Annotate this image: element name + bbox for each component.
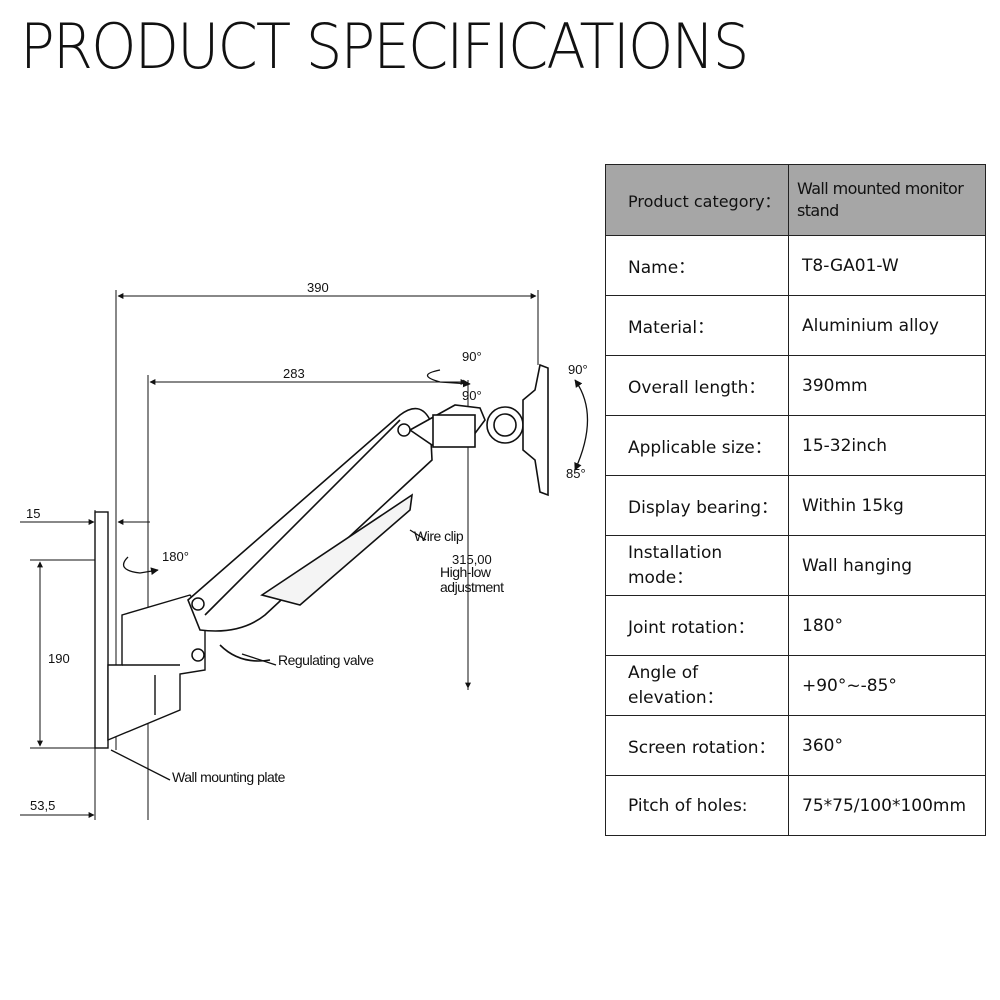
angle-tilt-down: 85°	[566, 466, 586, 481]
spec-row: Overall length：390mm	[605, 355, 986, 416]
angle-swivel: 90°	[568, 362, 588, 377]
callout-high-low-line1: High-low	[440, 564, 492, 580]
angle-tilt-up: 90°	[462, 388, 482, 403]
spec-row: Material：Aluminium alloy	[605, 295, 986, 356]
spec-header-row: Product category： Wall mounted monitor st…	[605, 164, 986, 236]
spec-row: Joint rotation：180°	[605, 595, 986, 656]
spec-label: Screen rotation：	[605, 715, 789, 776]
spec-label: Installation mode：	[605, 535, 789, 596]
spec-row: Pitch of holes:75*75/100*100mm	[605, 775, 986, 836]
spec-value: T8-GA01-W	[788, 235, 986, 296]
spec-row: Angle of elevation：+90°~-85°	[605, 655, 986, 716]
spec-header-value-line1: Wall mounted monitor	[797, 179, 964, 198]
callout-wall-mounting-plate: Wall mounting plate	[172, 769, 286, 785]
spec-value: +90°~-85°	[788, 655, 986, 716]
callout-regulating-valve: Regulating valve	[278, 652, 374, 668]
dimension-190: 190	[48, 651, 70, 666]
dimension-390: 390	[307, 280, 329, 295]
spec-label: Overall length：	[605, 355, 789, 416]
spec-value: 75*75/100*100mm	[788, 775, 986, 836]
spec-row: Installation mode：Wall hanging	[605, 535, 986, 596]
spec-header-value: Wall mounted monitor stand	[788, 164, 986, 236]
spec-value: Aluminium alloy	[788, 295, 986, 356]
spec-label: Pitch of holes:	[605, 775, 789, 836]
spec-label: Angle of elevation：	[605, 655, 789, 716]
callout-wire-clip: Wire clip	[414, 528, 464, 544]
spec-label: Name：	[605, 235, 789, 296]
spec-row: Applicable size：15-32inch	[605, 415, 986, 476]
dimension-283: 283	[283, 366, 305, 381]
dimension-53-5: 53,5	[30, 798, 55, 813]
spec-value: Wall hanging	[788, 535, 986, 596]
spec-label: Display bearing：	[605, 475, 789, 536]
spec-row: Display bearing：Within 15kg	[605, 475, 986, 536]
callout-high-low-line2: adjustment	[440, 579, 504, 595]
spec-label: Material：	[605, 295, 789, 356]
spec-header-value-line2: stand	[797, 201, 839, 220]
spec-label: Applicable size：	[605, 415, 789, 476]
spec-label: Joint rotation：	[605, 595, 789, 656]
spec-value: 15-32inch	[788, 415, 986, 476]
spec-table: Product category： Wall mounted monitor st…	[605, 164, 986, 836]
dimension-15: 15	[26, 506, 40, 521]
spec-value: 390mm	[788, 355, 986, 416]
spec-value: 360°	[788, 715, 986, 776]
angle-joint: 180°	[162, 549, 189, 564]
spec-value: 180°	[788, 595, 986, 656]
spec-row: Screen rotation：360°	[605, 715, 986, 776]
angle-tilt-up-top: 90°	[462, 349, 482, 364]
spec-header-label: Product category：	[605, 164, 789, 236]
technical-drawing: 390 283 15 190 53,5 315,00 90° 90° 90° 8…	[20, 280, 589, 820]
dimension-315: 315,00	[452, 552, 492, 567]
page-title: PRODUCT SPECIFICATIONS	[20, 10, 749, 83]
spec-value: Within 15kg	[788, 475, 986, 536]
spec-row: Name：T8-GA01-W	[605, 235, 986, 296]
